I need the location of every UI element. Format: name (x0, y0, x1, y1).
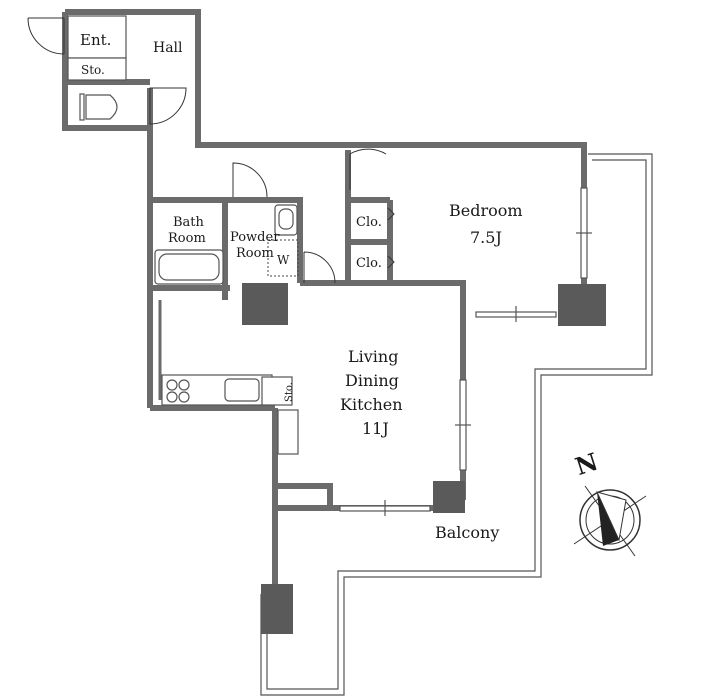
balcony-railing (260, 153, 653, 696)
label-storage-entry: Sto. (81, 63, 105, 77)
label-ldk-2: Dining (345, 371, 399, 390)
column-2 (558, 284, 606, 326)
label-powder-2: Room (236, 246, 274, 261)
column-4 (261, 584, 293, 634)
fridge-space (277, 409, 299, 455)
label-bedroom-size: 7.5J (470, 228, 502, 247)
label-storage-kitchen: Sto. (284, 382, 295, 402)
stove-icon (166, 379, 190, 403)
label-balcony: Balcony (435, 523, 499, 542)
label-closet-2: Clo. (356, 256, 382, 271)
kitchen-storage (261, 376, 293, 406)
structural-columns (242, 283, 606, 634)
windows (339, 187, 592, 516)
label-north: N (572, 447, 602, 481)
washer-space (267, 239, 299, 277)
label-ldk-size: 11J (362, 419, 389, 438)
label-bath-1: Bath (173, 215, 205, 230)
column-3 (433, 481, 465, 513)
toilet-icon (79, 87, 187, 125)
compass-rose-icon (573, 485, 647, 557)
entrance-area (27, 15, 127, 81)
label-bedroom: Bedroom (449, 201, 523, 220)
label-ldk-3: Kitchen (340, 395, 403, 414)
sink-icon (274, 204, 298, 236)
label-ldk-1: Living (348, 347, 398, 366)
bathtub-icon (154, 249, 224, 285)
kitchen-counter (161, 374, 273, 406)
label-hall: Hall (153, 40, 183, 56)
sink-icon (224, 378, 260, 402)
walls (62, 9, 587, 594)
label-closet-1: Clo. (356, 215, 382, 230)
label-powder-1: Powder (230, 230, 280, 245)
column-1 (242, 283, 288, 325)
label-entrance: Ent. (80, 31, 111, 49)
label-washer: W (277, 253, 290, 267)
label-bath-2: Room (168, 231, 206, 246)
